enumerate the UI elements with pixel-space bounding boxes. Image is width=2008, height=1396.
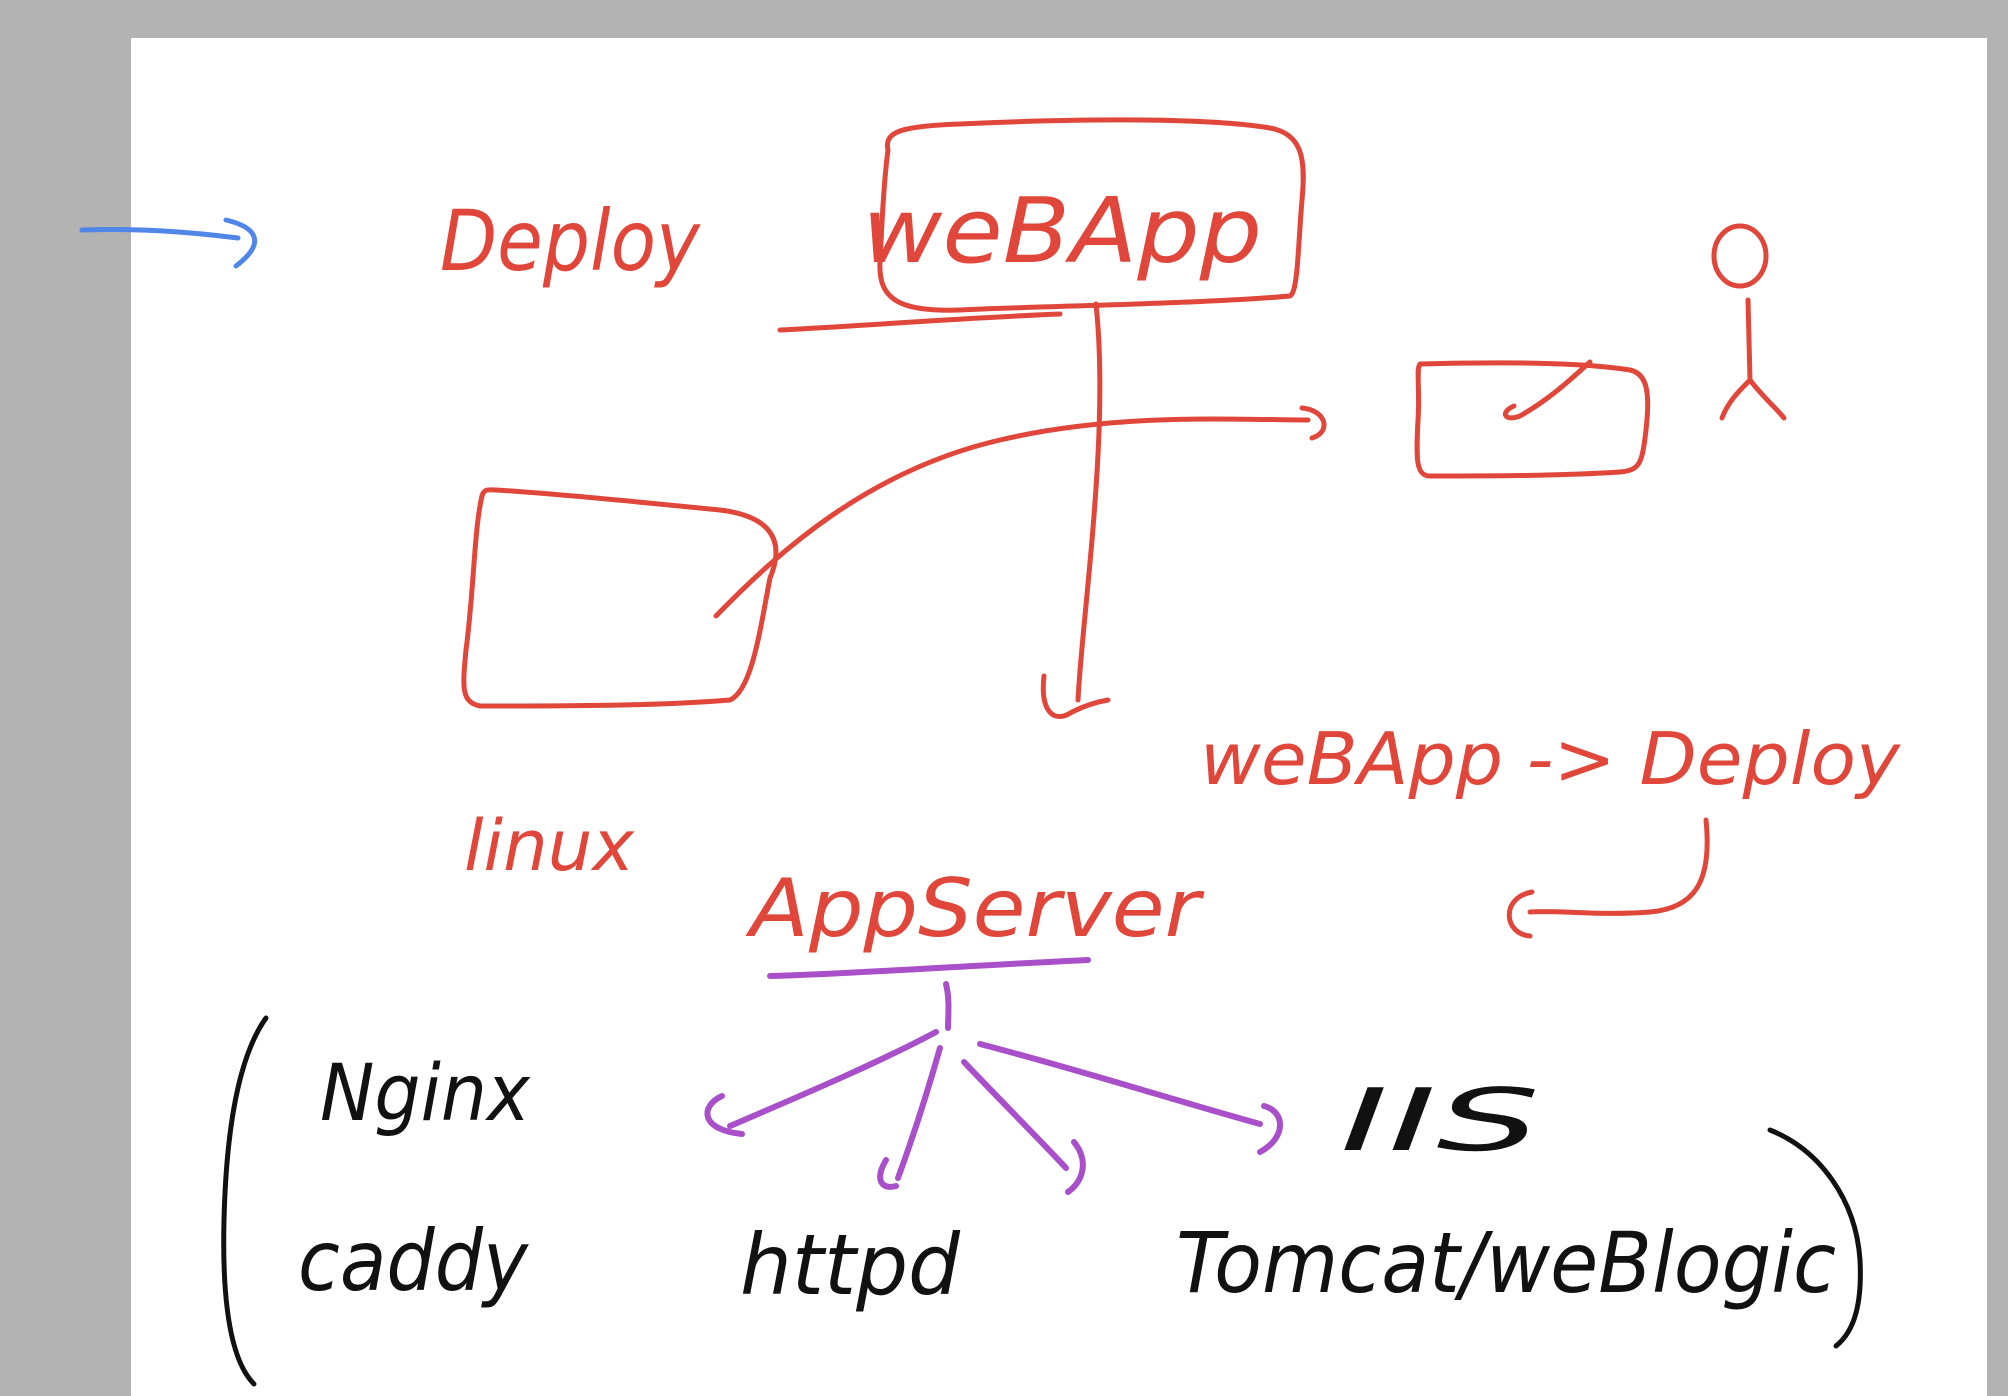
iis-label: IIS xyxy=(1340,1071,1540,1171)
result-box xyxy=(1414,360,1651,479)
tomcat-weblogic-label: Tomcat/weBlogic xyxy=(1176,1214,1836,1312)
webapp-top-label: weBApp xyxy=(862,179,1262,284)
nginx-label: Nginx xyxy=(320,1049,531,1139)
appserver-branches xyxy=(704,981,1283,1195)
appserver-label: AppServer xyxy=(745,862,1206,955)
deploy-down-line xyxy=(1075,301,1103,703)
httpd-label: httpd xyxy=(740,1216,961,1314)
right-bracket xyxy=(1767,1127,1863,1349)
linux-label: linux xyxy=(464,805,635,887)
webapp-deploy-label: weBApp -> Deploy xyxy=(1200,717,1901,801)
check-icon xyxy=(1503,359,1593,421)
stick-figure-icon xyxy=(1711,223,1787,421)
arrow-right-icon xyxy=(79,217,258,269)
webapp-highlight-box xyxy=(877,117,1306,313)
return-arrow xyxy=(1527,817,1710,916)
connection-curve xyxy=(713,416,1311,619)
webapp-underline xyxy=(777,311,1063,333)
linux-server-box xyxy=(461,487,779,709)
deploy-down-hook xyxy=(1040,673,1111,719)
left-bracket xyxy=(221,1015,269,1387)
caddy-label: caddy xyxy=(298,1212,529,1310)
connection-arrowhead xyxy=(1299,405,1327,441)
appserver-underline xyxy=(767,957,1091,979)
return-arrowhead xyxy=(1506,889,1535,939)
deploy-top-label: Deploy xyxy=(440,192,701,290)
